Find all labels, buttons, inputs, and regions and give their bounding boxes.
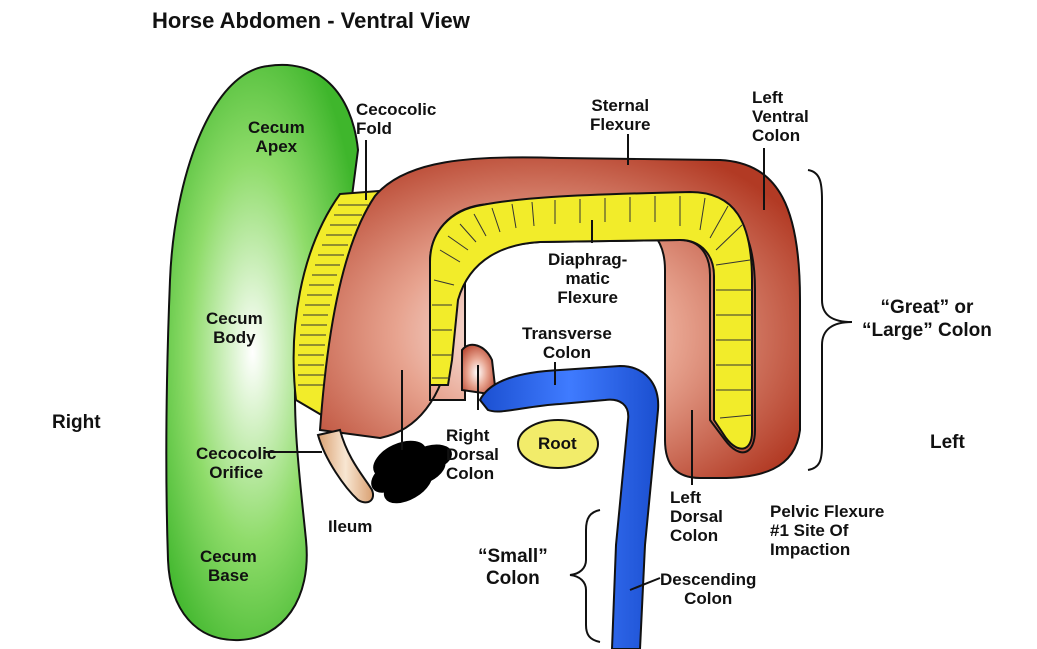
small-colon-shape bbox=[478, 364, 660, 649]
inner-fold-hatching bbox=[432, 196, 753, 419]
fold-hatching bbox=[298, 204, 368, 386]
side-label-left: Left bbox=[930, 432, 965, 453]
label-great-colon: “Great” or“Large” Colon bbox=[862, 297, 992, 341]
label-root: Root bbox=[538, 434, 577, 453]
label-ileum: Ileum bbox=[328, 517, 373, 536]
side-label-right: Right bbox=[52, 412, 101, 433]
ileum-shape bbox=[316, 428, 374, 504]
root-shape bbox=[517, 419, 599, 469]
blacked-out-scribble bbox=[371, 440, 452, 504]
diagram-title: Horse Abdomen - Ventral View bbox=[152, 8, 470, 33]
colon-inner-fold bbox=[429, 190, 753, 450]
great-colon-brace bbox=[807, 169, 853, 471]
small-colon-brace bbox=[569, 509, 601, 643]
label-small-colon: “Small”Colon bbox=[478, 546, 548, 589]
leader-lines bbox=[264, 134, 765, 591]
